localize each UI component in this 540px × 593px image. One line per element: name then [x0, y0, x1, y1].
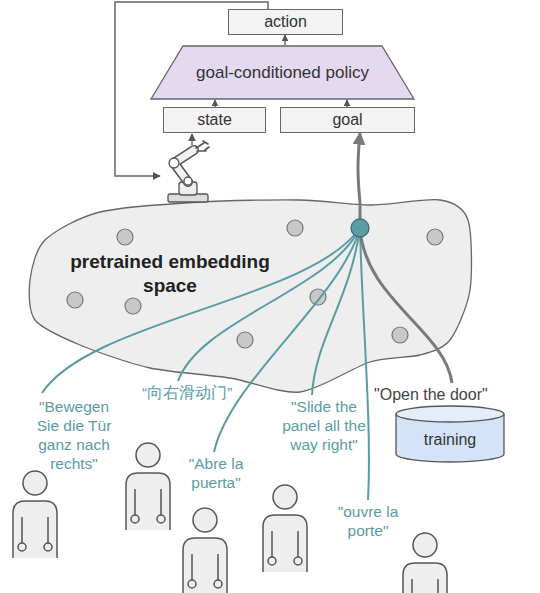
trapezoid-shape: [151, 46, 414, 99]
person-body: [183, 538, 227, 593]
person-hand: [268, 557, 276, 565]
dataset-cylinder: training: [395, 405, 505, 463]
person-head: [413, 533, 437, 557]
instruction-text: "Abre la puerta": [178, 455, 254, 493]
embedding-space-blob: pretrained embedding space: [30, 193, 475, 398]
robot-arm: [168, 141, 209, 202]
node-label: state: [197, 111, 232, 129]
person-arms: [412, 579, 438, 593]
person-hand: [214, 580, 222, 588]
instruction-text: "ouvre la porte": [330, 503, 406, 541]
person: [13, 471, 57, 558]
robot-joint: [169, 158, 179, 168]
output-box: action: [228, 9, 343, 35]
person: [263, 485, 307, 572]
flow-arrow: [358, 133, 360, 203]
person-head: [273, 485, 297, 509]
person-hand: [294, 557, 302, 565]
person-head: [23, 471, 47, 495]
person-body: [126, 473, 170, 530]
blob-shape: [29, 200, 471, 393]
embedding-space-blob-outline: [30, 193, 475, 398]
person: [183, 508, 227, 593]
robot-link: [174, 150, 194, 182]
observation-arrow: [191, 134, 192, 145]
person-hand: [44, 543, 52, 551]
instruction-text: "Bewegen Sie die Tür ganz nach rechts": [28, 398, 120, 474]
person-head: [136, 443, 160, 467]
node-label: goal-conditioned policy: [196, 63, 369, 83]
instruction-text: "Slide the panel all the way right": [278, 398, 370, 455]
person-hand: [157, 515, 165, 523]
person-arms: [135, 489, 161, 515]
flow-arrow: [346, 100, 347, 107]
person-hand: [188, 580, 196, 588]
input-box: state: [163, 107, 266, 133]
robot-base: [168, 194, 208, 202]
person-hand: [131, 515, 139, 523]
node-label: training: [424, 431, 476, 449]
node-label: goal: [332, 111, 362, 129]
robot-link: [174, 150, 194, 182]
person-arms: [22, 517, 48, 543]
person-head: [193, 508, 217, 532]
person-arms: [272, 531, 298, 557]
node-label: pretrained embedding space: [45, 250, 295, 298]
person-body: [403, 563, 447, 593]
robot-joint: [184, 177, 192, 185]
person-arms: [192, 554, 218, 580]
robot-base: [179, 182, 197, 195]
person: [403, 533, 447, 593]
instruction-text: “向右滑动门”: [142, 384, 232, 403]
person-body: [13, 501, 57, 558]
policy-trapezoid: goal-conditioned policy: [150, 45, 415, 100]
input-box: goal: [280, 107, 415, 133]
flow-arrow: [284, 35, 285, 45]
person-hand: [18, 543, 26, 551]
cylinder-top: [396, 406, 504, 422]
instruction-text: "Open the door": [374, 385, 488, 405]
person-body: [263, 515, 307, 572]
node-label: action: [264, 13, 307, 31]
flow-arrow: [214, 100, 215, 107]
person: [126, 443, 170, 530]
robot-gripper: [196, 141, 209, 151]
